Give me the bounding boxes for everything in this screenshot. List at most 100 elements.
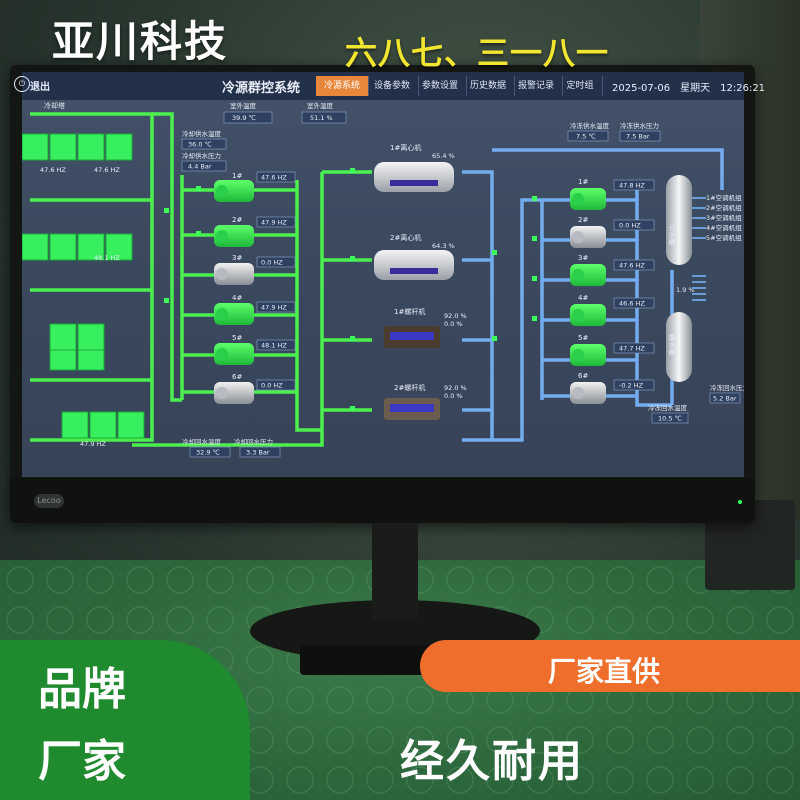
cooling-pump-6[interactable]: 6# 0.0 HZ bbox=[214, 373, 296, 404]
outdoor-temp-value: 39.9 ℃ bbox=[232, 114, 256, 122]
tower-freq-2: 48.1 HZ bbox=[94, 254, 120, 262]
condenser-supply-readings: 冷却供水温度 36.0 ℃ 冷却供水压力 4.4 Bar bbox=[181, 129, 227, 172]
chilled-return-readings: 冷冻回水温度 10.5 ℃ 冷冻回水压力 5.2 Bar bbox=[648, 383, 744, 424]
chw-supply-pressure-label: 冷冻供水压力 bbox=[620, 121, 659, 130]
branch-2-label: 2#空调机组 bbox=[706, 203, 742, 212]
chilled-pump-3[interactable]: 3# 47.6 HZ bbox=[570, 254, 655, 286]
tab-alarms[interactable]: 报警记录 bbox=[510, 76, 563, 96]
chilled-pump-6-freq: -0.2 HZ bbox=[619, 382, 644, 390]
date: 2025-07-06 bbox=[612, 83, 671, 94]
plant-schematic: 冷却塔 47.6 HZ 47.6 HZ 48.1 HZ 47.9 HZ 室外温度… bbox=[22, 101, 744, 458]
condenser-return-readings: 冷却回水温度 32.9 ℃ 冷却回水压力 3.3 Bar bbox=[182, 437, 281, 458]
branch-4-label: 4#空调机组 bbox=[706, 223, 742, 232]
orange-banner bbox=[420, 640, 800, 692]
chw-return-pressure-label: 冷冻回水压力 bbox=[710, 383, 744, 392]
chilled-pump-4-name: 4# bbox=[578, 294, 588, 302]
cooling-pump-group: 1# 47.6 HZ 2# 47.9 HZ 3# 0.0 HZ 4# 47.9 … bbox=[214, 171, 296, 404]
chilled-pump-5[interactable]: 5# 47.7 HZ bbox=[570, 334, 655, 366]
logout-icon[interactable]: ⏻ bbox=[14, 76, 30, 92]
chiller-3-load2: 0.0 % bbox=[444, 320, 463, 328]
manifold-group: 分水器 集水器 1.9 % 1#空调机组 2#空调机组 3#空调机组 4#空调机… bbox=[666, 175, 742, 382]
cooling-pump-4-freq: 47.9 HZ bbox=[261, 304, 287, 312]
chiller-3-name: 1#螺杆机 bbox=[394, 307, 425, 316]
weekday: 星期天 bbox=[680, 83, 711, 94]
cooling-tower-3 bbox=[49, 323, 105, 371]
branch-3-label: 3#空调机组 bbox=[706, 213, 742, 222]
cw-supply-pressure-value: 4.4 Bar bbox=[188, 163, 212, 171]
chiller-2-load: 64.3 % bbox=[432, 242, 455, 250]
tab-cooling-system[interactable]: 冷源系统 bbox=[316, 76, 369, 96]
cooling-pump-4[interactable]: 4# 47.9 HZ bbox=[214, 294, 296, 325]
cooling-tower-label: 冷却塔 bbox=[44, 101, 65, 110]
chilled-pump-2-name: 2# bbox=[578, 216, 588, 224]
cooling-pump-1-name: 1# bbox=[232, 172, 242, 180]
return-manifold[interactable]: 集水器 bbox=[666, 312, 692, 382]
monitor-brand-logo: Lecoo bbox=[34, 494, 64, 508]
tab-timer-group[interactable]: 定时组 bbox=[558, 76, 603, 96]
branch-5-label: 5#空调机组 bbox=[706, 233, 742, 242]
cw-supply-pressure-label: 冷却供水压力 bbox=[182, 151, 221, 160]
supply-manifold[interactable]: 分水器 bbox=[666, 175, 692, 265]
chilled-pump-1-freq: 47.8 HZ bbox=[619, 182, 645, 190]
tab-device-params[interactable]: 设备参数 bbox=[366, 76, 419, 96]
cw-supply-temp-value: 36.0 ℃ bbox=[188, 141, 212, 149]
tower-freq-1b: 47.6 HZ bbox=[94, 166, 120, 174]
chilled-pump-3-freq: 47.6 HZ bbox=[619, 262, 645, 270]
cooling-pump-2[interactable]: 2# 47.9 HZ bbox=[214, 216, 296, 247]
tower-freq-4: 47.9 HZ bbox=[80, 440, 106, 448]
chilled-pump-5-freq: 47.7 HZ bbox=[619, 345, 645, 353]
chilled-pump-2-freq: 0.0 HZ bbox=[619, 222, 641, 230]
chilled-pump-3-name: 3# bbox=[578, 254, 588, 262]
system-title: 冷源群控系统 bbox=[222, 81, 301, 96]
cooling-pump-4-name: 4# bbox=[232, 294, 242, 302]
cooling-tower-2: 48.1 HZ bbox=[22, 233, 133, 262]
cooling-tower-1: 47.6 HZ 47.6 HZ bbox=[22, 133, 133, 174]
logout-button[interactable]: 退出 bbox=[30, 82, 50, 93]
cooling-pump-5-name: 5# bbox=[232, 334, 242, 342]
tab-history[interactable]: 历史数据 bbox=[462, 76, 515, 96]
cooling-pump-6-freq: 0.0 HZ bbox=[261, 382, 283, 390]
monitor-chin bbox=[10, 478, 755, 523]
cw-return-pressure-value: 3.3 Bar bbox=[246, 449, 270, 457]
chiller-1-load: 65.4 % bbox=[432, 152, 455, 160]
cooling-pump-5[interactable]: 5# 48.1 HZ bbox=[214, 334, 296, 365]
chiller-centrifugal-1[interactable]: 1#离心机 65.4 % bbox=[374, 143, 455, 192]
chiller-screw-2[interactable]: 2#螺杆机 92.0 % 0.0 % bbox=[384, 383, 467, 420]
cw-return-temp-label: 冷却回水温度 bbox=[182, 437, 222, 446]
chilled-pump-4[interactable]: 4# 46.6 HZ bbox=[570, 294, 655, 326]
cooling-pump-3[interactable]: 3# 0.0 HZ bbox=[214, 254, 296, 285]
chiller-4-name: 2#螺杆机 bbox=[394, 383, 425, 392]
chiller-centrifugal-2[interactable]: 2#离心机 64.3 % bbox=[374, 233, 455, 280]
chw-supply-temp-value: 7.5 ℃ bbox=[576, 133, 596, 141]
chilled-pump-1[interactable]: 1# 47.8 HZ bbox=[570, 178, 655, 210]
valve-indicators bbox=[164, 168, 537, 411]
chw-return-pressure-value: 5.2 Bar bbox=[713, 395, 737, 403]
chiller-4-load2: 0.0 % bbox=[444, 392, 463, 400]
chilled-pump-5-name: 5# bbox=[578, 334, 588, 342]
date-slogan: 六八七、三一八一 bbox=[345, 34, 610, 72]
green-badge bbox=[0, 640, 250, 800]
cooling-pump-1[interactable]: 1# 47.6 HZ bbox=[214, 171, 296, 202]
chilled-pump-2[interactable]: 2# 0.0 HZ bbox=[570, 216, 655, 248]
chilled-supply-readings: 冷冻供水温度 7.5 ℃ 冷冻供水压力 7.5 Bar bbox=[567, 121, 661, 142]
tower-freq-1: 47.6 HZ bbox=[40, 166, 66, 174]
company-name: 亚川科技 bbox=[52, 17, 229, 66]
factory-text: 厂家 bbox=[38, 736, 126, 787]
hmi-header-bar bbox=[22, 72, 744, 100]
outdoor-humidity-label: 室外湿度 bbox=[307, 101, 334, 110]
cw-return-pressure-label: 冷却回水压力 bbox=[234, 437, 273, 446]
chw-supply-pressure-value: 7.5 Bar bbox=[626, 133, 650, 141]
outdoor-humidity-value: 51.1 % bbox=[310, 114, 333, 122]
outdoor-temp-label: 室外温度 bbox=[230, 101, 257, 110]
chilled-pump-6[interactable]: 6# -0.2 HZ bbox=[570, 372, 655, 404]
tab-param-settings[interactable]: 参数设置 bbox=[414, 76, 467, 96]
chiller-screw-1[interactable]: 1#螺杆机 92.0 % 0.0 % bbox=[384, 307, 467, 348]
chiller-1-name: 1#离心机 bbox=[390, 143, 421, 152]
cooling-pump-6-name: 6# bbox=[232, 373, 242, 381]
chilled-pump-4-freq: 46.6 HZ bbox=[619, 300, 645, 308]
chilled-pump-1-name: 1# bbox=[578, 178, 588, 186]
direct-supply-text: 厂家直供 bbox=[548, 655, 661, 688]
cooling-pump-3-name: 3# bbox=[232, 254, 242, 262]
cooling-pump-2-freq: 47.9 HZ bbox=[261, 219, 287, 227]
